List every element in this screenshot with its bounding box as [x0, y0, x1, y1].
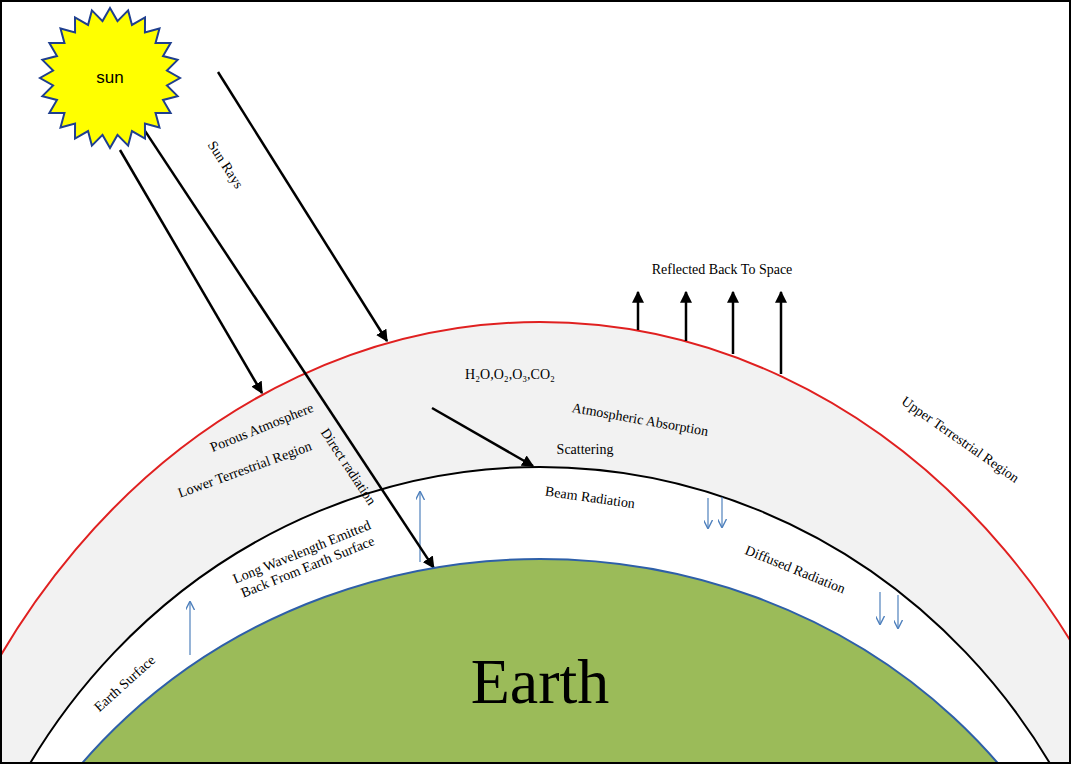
diffused-arrow	[721, 497, 722, 527]
emitted-arrow	[189, 602, 190, 655]
diffused-arrow	[879, 592, 880, 624]
diffused-arrow	[897, 595, 898, 628]
sun-ray	[218, 72, 387, 341]
region-label: H₂O,O₂,O₃,CO₂	[465, 367, 555, 383]
upper-atmosphere-boundary	[0, 322, 1071, 764]
sun-node: sun	[40, 8, 180, 148]
region-label: Reflected Back To Space	[652, 262, 793, 278]
earth-node: Earth	[0, 558, 1071, 764]
sun-label: sun	[96, 68, 123, 88]
radiation-arrow	[144, 129, 434, 567]
earth-outline	[0, 559, 1071, 764]
lower-atmosphere-boundary	[0, 467, 1071, 764]
diffused-arrow	[707, 498, 708, 528]
sun-outline	[40, 8, 180, 148]
reflected-arrow	[780, 292, 783, 374]
reflected-arrow	[685, 292, 688, 341]
reflected-arrow	[637, 292, 640, 330]
region-label: Scattering	[557, 442, 614, 458]
beam-arrow	[432, 408, 533, 466]
earth-label: Earth	[471, 645, 610, 719]
emitted-arrow	[419, 492, 420, 562]
reflected-arrow	[732, 292, 735, 354]
